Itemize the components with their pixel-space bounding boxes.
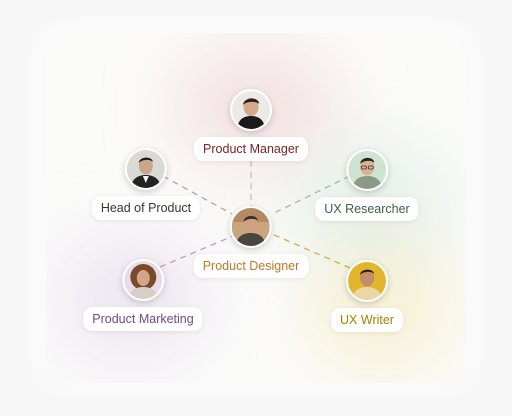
woman-portrait-icon <box>122 259 164 301</box>
man-portrait-icon <box>125 148 167 190</box>
man-portrait-icon <box>346 260 388 302</box>
node-ux-writer[interactable]: UX Writer <box>331 260 403 332</box>
purple-glow <box>56 233 206 363</box>
edge-ux-researcher <box>271 175 351 215</box>
role-label-head-of-product: Head of Product <box>91 196 201 220</box>
edge-product-marketing <box>159 235 234 268</box>
role-label-ux-writer: UX Writer <box>331 308 403 332</box>
node-product-designer[interactable]: Product Designer <box>193 206 309 278</box>
man-portrait-icon <box>345 149 388 191</box>
role-label-ux-researcher: UX Researcher <box>315 197 419 221</box>
role-label-product-designer: Product Designer <box>193 254 309 278</box>
man-portrait-icon <box>229 89 272 131</box>
edge-head-of-product <box>162 175 233 215</box>
node-ux-researcher[interactable]: UX Researcher <box>315 149 419 221</box>
man-portrait-icon <box>229 206 272 248</box>
node-head-of-product[interactable]: Head of Product <box>91 148 201 220</box>
node-product-manager[interactable]: Product Manager <box>194 89 308 161</box>
role-label-product-manager: Product Manager <box>194 137 308 161</box>
node-product-marketing[interactable]: Product Marketing <box>83 259 203 331</box>
edge-ux-writer <box>271 233 351 269</box>
role-label-product-marketing: Product Marketing <box>83 307 203 331</box>
